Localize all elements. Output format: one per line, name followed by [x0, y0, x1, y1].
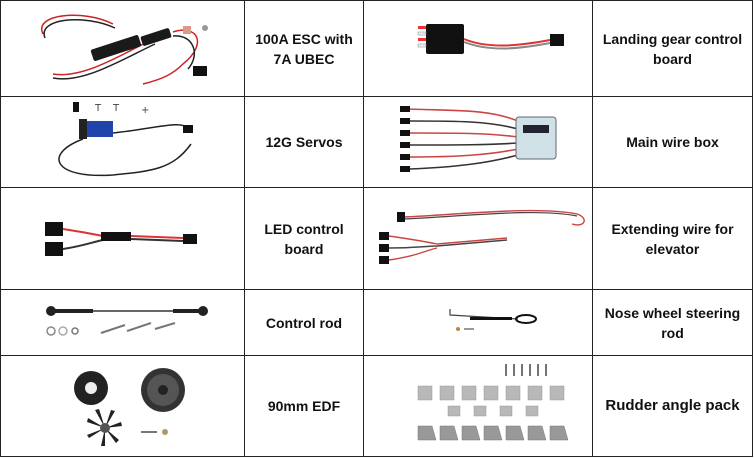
table-row: LED control board Extending wire for ele…: [0, 187, 753, 290]
parts-label: Extending wire for elevator: [592, 187, 753, 290]
horn-pack-photo: [363, 355, 593, 457]
table-row: 100A ESC with 7A UBEC Landing gear contr…: [0, 0, 753, 97]
esc-illustration: [40, 14, 208, 85]
svg-text:T: T: [112, 103, 120, 114]
parts-label: 100A ESC with 7A UBEC: [244, 0, 364, 97]
parts-label: 90mm EDF: [244, 355, 364, 457]
extension-wire-photo: [363, 187, 593, 290]
parts-label: Landing gear control board: [592, 0, 753, 97]
parts-label: Main wire box: [592, 96, 753, 188]
control-rod-photo: [0, 289, 245, 356]
servo-photo: T T +: [0, 96, 245, 188]
landing-gear-board-illustration: [417, 23, 564, 54]
esc-photo: [0, 0, 245, 97]
steering-rod-photo: [363, 289, 593, 356]
steering-rod-illustration: [449, 308, 537, 331]
parts-label: Nose wheel steering rod: [592, 289, 753, 356]
table-row: T T + 12G Servos: [0, 96, 753, 188]
svg-text:+: +: [141, 105, 149, 116]
edf-illustration: [73, 368, 185, 446]
edf-photo: [0, 355, 245, 457]
horn-pack-illustration: [417, 364, 569, 441]
table-row: Control rod Nose wheel steering rod: [0, 289, 753, 356]
landing-gear-board-photo: [363, 0, 593, 97]
led-board-photo: [0, 187, 245, 290]
parts-label: LED control board: [244, 187, 364, 290]
table-row: 90mm EDF: [0, 355, 753, 457]
parts-label: Rudder angle pack: [592, 355, 753, 457]
parts-label: 12G Servos: [244, 96, 364, 188]
led-board-illustration: [44, 221, 197, 256]
control-rod-illustration: [45, 305, 208, 336]
wire-box-illustration: [400, 106, 557, 172]
extension-wire-illustration: [379, 209, 585, 264]
wire-box-photo: [363, 96, 593, 188]
parts-label: Control rod: [244, 289, 364, 356]
servo-illustration: T T +: [57, 102, 193, 177]
svg-text:T: T: [94, 103, 102, 114]
